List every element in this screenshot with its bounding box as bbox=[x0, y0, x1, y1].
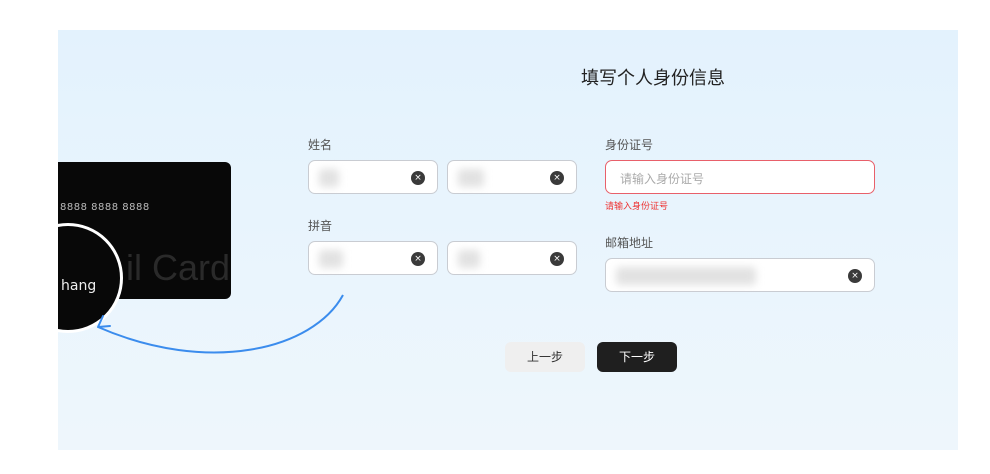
email-input[interactable]: × bbox=[605, 258, 875, 292]
card-number: 8888 8888 8888 bbox=[60, 202, 150, 213]
pinyin-label: 拼音 bbox=[308, 219, 333, 233]
clear-icon[interactable]: × bbox=[550, 252, 564, 266]
id-number-placeholder: 请输入身份证号 bbox=[620, 172, 705, 186]
pinyin-surname-input[interactable]: × bbox=[308, 241, 438, 275]
pinyin-given-name-input[interactable]: × bbox=[447, 241, 577, 275]
surname-input[interactable]: × bbox=[308, 160, 438, 194]
arrow-icon bbox=[97, 294, 344, 354]
card-holder-name: hang bbox=[61, 278, 97, 294]
id-number-input[interactable]: 请输入身份证号 bbox=[605, 160, 875, 194]
clear-icon[interactable]: × bbox=[550, 171, 564, 185]
clear-icon[interactable]: × bbox=[411, 252, 425, 266]
card-watermark: il Card bbox=[126, 247, 231, 288]
next-step-button[interactable]: 下一步 bbox=[597, 342, 677, 372]
form-panel: 填写个人身份信息 il Card 8888 8888 8888 hang 姓名 … bbox=[58, 30, 958, 450]
previous-step-button[interactable]: 上一步 bbox=[505, 342, 585, 372]
page-title: 填写个人身份信息 bbox=[581, 68, 725, 89]
given-name-input[interactable]: × bbox=[447, 160, 577, 194]
clear-icon[interactable]: × bbox=[848, 269, 862, 283]
clear-icon[interactable]: × bbox=[411, 171, 425, 185]
name-label: 姓名 bbox=[308, 138, 333, 152]
id-number-label: 身份证号 bbox=[605, 138, 654, 152]
id-number-error: 请输入身份证号 bbox=[605, 202, 669, 212]
email-label: 邮箱地址 bbox=[605, 236, 654, 250]
